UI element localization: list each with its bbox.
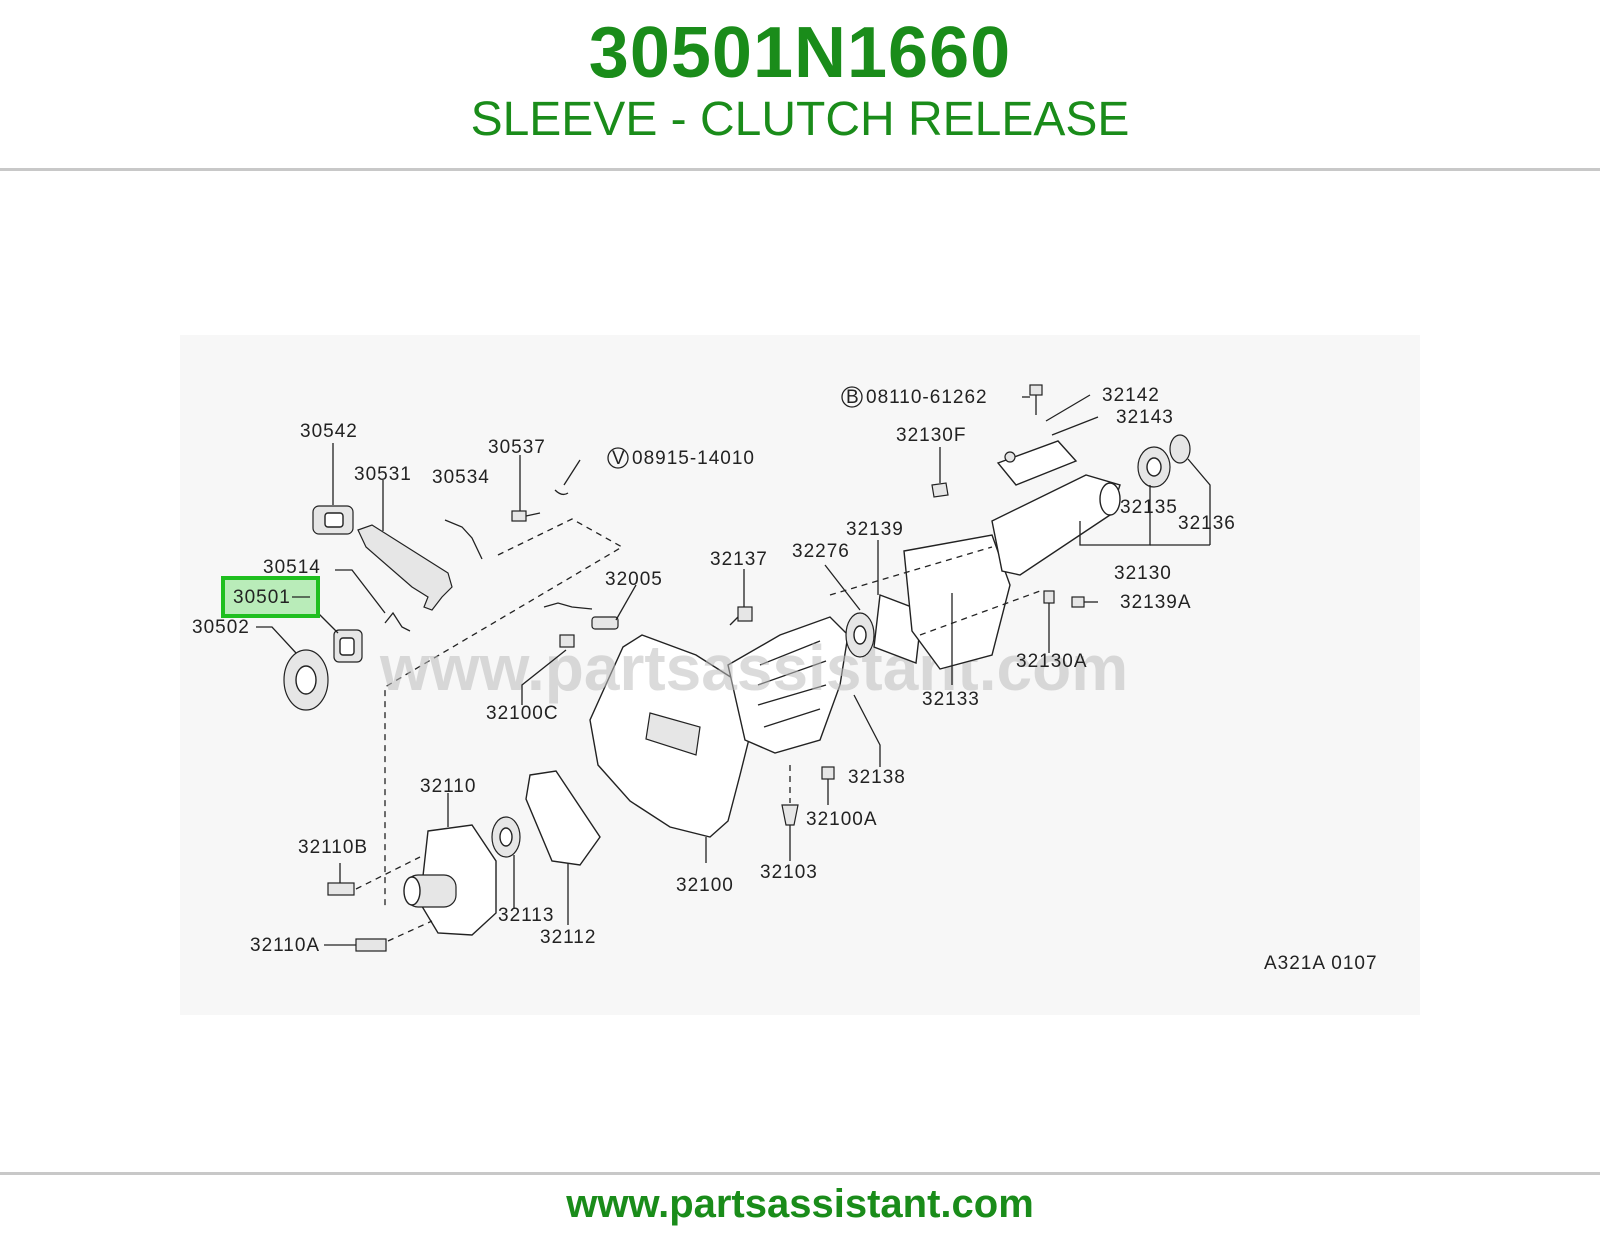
part-30542-boot: [312, 505, 354, 535]
leader-32276: [824, 564, 861, 611]
part-32100-case-body: [727, 616, 849, 754]
label-30531: 30531: [354, 464, 412, 485]
label-30502: 30502: [192, 617, 250, 638]
part-32103-breather: [781, 804, 799, 826]
part-32137-switch: [729, 606, 753, 626]
label-32100C: 32100C: [486, 703, 559, 724]
header-divider: [0, 168, 1600, 171]
label-32110: 32110: [420, 776, 476, 797]
part-30534-spring: [444, 519, 483, 560]
label-32137: 32137: [710, 549, 768, 570]
label-32135: 32135: [1120, 497, 1178, 518]
exploded-view-drawing: 30542 30531 30534 30537 V 08915-14010 30…: [192, 384, 1378, 974]
marker-b: B: [846, 387, 860, 408]
part-32110b-bolt: [327, 882, 355, 896]
part-32143-shift-cover: [996, 440, 1078, 486]
part-32130-extension-tube: [991, 474, 1121, 576]
label-32136: 32136: [1178, 513, 1236, 534]
label-32130F: 32130F: [896, 425, 966, 446]
part-08915-clip: [554, 489, 569, 496]
leader-32143: [1051, 416, 1099, 436]
label-30537: 30537: [488, 437, 546, 458]
label-32130A: 32130A: [1016, 651, 1088, 672]
cover-bolt: [1004, 451, 1016, 463]
part-30514-clip: [384, 611, 411, 632]
leader-30514: [335, 569, 386, 614]
page-header: 30501N1660 SLEEVE - CLUTCH RELEASE: [0, 0, 1600, 170]
housing-opening: [645, 712, 701, 756]
label-30542: 30542: [300, 421, 358, 442]
label-32139: 32139: [846, 519, 904, 540]
label-08110-61262: 08110-61262: [866, 387, 988, 408]
label-30534: 30534: [432, 467, 490, 488]
label-30514: 30514: [263, 557, 321, 578]
extension-tail: [1099, 482, 1121, 516]
label-32103: 32103: [760, 862, 818, 883]
label-32276: 32276: [792, 541, 850, 562]
part-32276-bearing: [845, 612, 875, 658]
label-32112: 32112: [540, 927, 596, 948]
label-32142: 32142: [1102, 385, 1160, 406]
label-32110B: 32110B: [298, 837, 368, 858]
leader-32130-bracket: [1079, 485, 1151, 546]
leader-32142: [1045, 394, 1091, 422]
marker-circle-b: [841, 386, 863, 408]
leader-32100c: [521, 649, 567, 705]
label-32133: 32133: [922, 689, 980, 710]
leader-30502: [256, 626, 297, 654]
part-32112-gasket: [525, 770, 601, 866]
part-32135-bushing: [1137, 446, 1171, 488]
leader-08915: [563, 459, 581, 486]
part-32100a-plug: [821, 766, 835, 780]
dash-32110b: [355, 856, 421, 890]
watermark-text: www.partsassistant.com: [379, 632, 1128, 704]
part-description: SLEEVE - CLUTCH RELEASE: [470, 93, 1130, 146]
marker-circle-v: [607, 447, 629, 469]
label-32130: 32130: [1114, 563, 1172, 584]
diagram-code: A321A 0107: [1264, 953, 1378, 974]
label-32005: 32005: [605, 569, 663, 590]
leader-32136: [1187, 458, 1211, 545]
part-30501-sleeve: [333, 629, 363, 663]
marker-v: V: [612, 448, 626, 469]
label-32113: 32113: [498, 905, 554, 926]
part-32136-seal: [1169, 434, 1191, 464]
dash-32110a: [387, 920, 433, 942]
part-32130f-plug: [931, 482, 949, 498]
footer-divider: [0, 1172, 1600, 1175]
label-32110A: 32110A: [250, 935, 320, 956]
leader-32138: [853, 694, 881, 767]
label-32138: 32138: [848, 767, 906, 788]
label-32100: 32100: [676, 875, 734, 896]
label-08915-14010: 08915-14010: [632, 448, 755, 469]
part-32005-switch: [543, 602, 619, 630]
part-30531-fork: [357, 524, 453, 611]
part-32113-oil-seal: [491, 816, 521, 858]
label-30501: 30501: [233, 587, 291, 608]
part-30537-pivot: [511, 510, 541, 522]
leader-32005: [615, 584, 637, 621]
part-32139a-plug: [1071, 596, 1085, 608]
label-32143: 32143: [1116, 407, 1174, 428]
part-number-title: 30501N1660: [588, 13, 1012, 93]
assembly-dash-line: [384, 518, 624, 910]
part-32110a-bolt: [355, 938, 387, 952]
part-08110-bolt: [1029, 384, 1043, 396]
part-32130a-plug: [1043, 590, 1055, 604]
parts-diagram: 30542 30531 30534 30537 V 08915-14010 30…: [180, 335, 1420, 1015]
case-ribs: [757, 640, 827, 728]
footer-url[interactable]: www.partsassistant.com: [566, 1182, 1034, 1226]
part-32100c-plug: [559, 634, 575, 648]
part-32130-rear-extension: [903, 534, 1011, 670]
part-30502-bearing: [283, 649, 329, 711]
label-32139A: 32139A: [1120, 592, 1192, 613]
part-32110-sleeve-tube: [403, 874, 457, 908]
label-32100A: 32100A: [806, 809, 878, 830]
